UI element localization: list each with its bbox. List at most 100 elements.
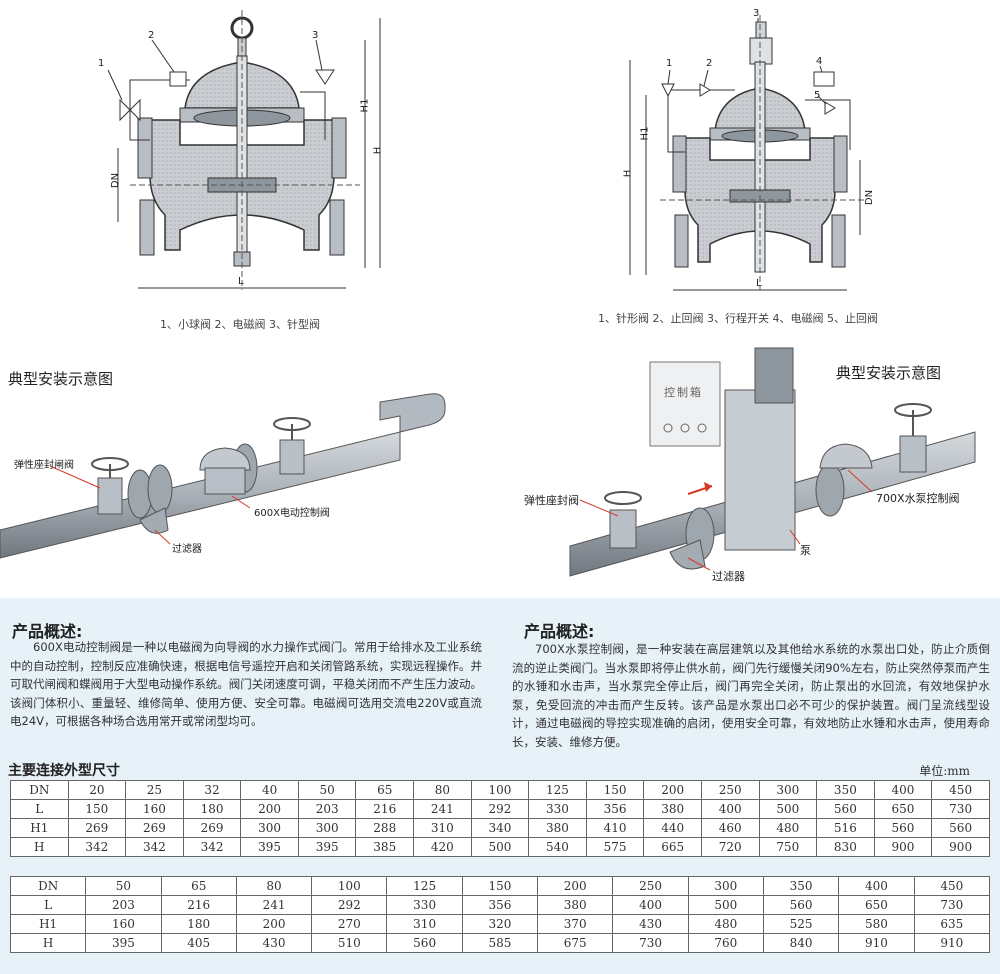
- row-header-cell: H1: [10, 818, 69, 838]
- left-valve-drawing: 1 2 3 DN H1 H L: [90, 0, 410, 300]
- table-cell: 25: [125, 780, 184, 800]
- right-dim-h: H: [622, 169, 634, 178]
- table-cell: 480: [758, 818, 818, 838]
- table-cell: 400: [700, 799, 760, 819]
- table-cell: 150: [67, 799, 127, 819]
- right-overview-text: 700X水泵控制阀，是一种安装在高层建筑以及其他给水系统的水泵出口处，防止介质倒…: [512, 642, 990, 749]
- right-dim-l: L: [756, 278, 762, 289]
- table-cell: 395: [85, 933, 162, 953]
- table-cell: 160: [85, 914, 162, 934]
- table-cell: 730: [913, 895, 991, 915]
- table-cell: 900: [931, 837, 990, 857]
- table-cell: 320: [461, 914, 539, 934]
- table-cell: 910: [913, 933, 991, 953]
- right-drawing-number-4: 4: [816, 56, 823, 67]
- table-cell: 180: [160, 914, 237, 934]
- table-cell: 500: [758, 799, 818, 819]
- left-overview-text: 600X电动控制阀是一种以电磁阀为向导阀的水力操作式阀门。常用于给排水及工业系统…: [10, 640, 482, 728]
- table-cell: 330: [528, 799, 587, 819]
- row-header-cell: L: [10, 799, 69, 819]
- table-cell: 380: [537, 895, 614, 915]
- left-dim-dn: DN: [110, 172, 122, 189]
- table-cell: 580: [838, 914, 915, 934]
- table-cell: 300: [240, 818, 299, 838]
- left-install-title: 典型安装示意图: [8, 370, 114, 388]
- table-cell: 840: [762, 933, 840, 953]
- dimensions-heading: 主要连接外型尺寸: [8, 763, 120, 779]
- table-cell: 560: [762, 895, 840, 915]
- table-cell: 575: [585, 837, 645, 857]
- table-cell: 203: [85, 895, 162, 915]
- pipeline-700x-install-drawing: [569, 347, 976, 577]
- table-cell: 80: [235, 876, 313, 896]
- right-label-control-box: 控制箱: [664, 386, 703, 399]
- table-cell: 430: [612, 914, 689, 934]
- row-header-cell: DN: [10, 780, 69, 800]
- table-cell: 125: [528, 780, 587, 800]
- left-dim-l: L: [238, 276, 244, 287]
- table-cell: 560: [816, 799, 875, 819]
- left-install-illustration: 弹性座封闸阀 600X电动控制阀 过滤器: [0, 380, 460, 590]
- table-cell: 525: [762, 914, 840, 934]
- left-label-gate-valve: 弹性座封闸阀: [14, 460, 74, 471]
- table-cell: 830: [816, 837, 875, 857]
- table-cell: 342: [182, 837, 242, 857]
- table-cell: 20: [67, 780, 127, 800]
- table-cell: 180: [182, 799, 242, 819]
- right-label-control-valve: 700X水泵控制阀: [876, 492, 960, 505]
- row-header-cell: DN: [9, 876, 87, 896]
- table-cell: 356: [461, 895, 539, 915]
- table-cell: 241: [235, 895, 313, 915]
- table-cell: 450: [913, 876, 991, 896]
- table-cell: 160: [125, 799, 184, 819]
- table-cell: 40: [240, 780, 299, 800]
- table-cell: 760: [687, 933, 764, 953]
- table-cell: 32: [182, 780, 242, 800]
- table-cell: 480: [687, 914, 764, 934]
- table-cell: 560: [386, 933, 463, 953]
- dimensions-unit: 单位:mm: [919, 764, 970, 778]
- table-cell: 270: [311, 914, 388, 934]
- right-valve-drawing: 3 1 2 4 5 H1 H DN L: [610, 0, 900, 300]
- table-cell: 420: [413, 837, 472, 857]
- row-header-cell: H: [10, 837, 69, 857]
- table-cell: 720: [700, 837, 760, 857]
- table-cell: 80: [413, 780, 472, 800]
- row-header-cell: H: [9, 933, 87, 953]
- left-drawing-number-3: 3: [312, 30, 319, 41]
- right-dim-h1: H1: [639, 126, 651, 141]
- table-cell: 370: [537, 914, 614, 934]
- left-label-control-valve: 600X电动控制阀: [254, 508, 330, 519]
- table-cell: 635: [913, 914, 991, 934]
- pipeline-600x-install-drawing: [0, 393, 446, 559]
- table-cell: 395: [240, 837, 299, 857]
- table-cell: 400: [838, 876, 915, 896]
- table-cell: 430: [235, 933, 313, 953]
- table-cell: 560: [931, 818, 990, 838]
- table-cell: 400: [873, 780, 933, 800]
- table-cell: 385: [355, 837, 415, 857]
- table-cell: 203: [297, 799, 357, 819]
- right-drawing-number-1: 1: [666, 58, 673, 69]
- table-cell: 65: [355, 780, 415, 800]
- table-cell: 200: [240, 799, 299, 819]
- table-cell: 65: [160, 876, 237, 896]
- table-cell: 665: [643, 837, 702, 857]
- table-cell: 410: [585, 818, 645, 838]
- table-cell: 500: [470, 837, 530, 857]
- table-cell: 50: [85, 876, 162, 896]
- valve-600x-section-drawing: [107, 10, 381, 290]
- table-cell: 510: [311, 933, 388, 953]
- table-cell: 342: [125, 837, 184, 857]
- table-cell: 100: [470, 780, 530, 800]
- table-cell: 500: [687, 895, 764, 915]
- table-cell: 900: [873, 837, 933, 857]
